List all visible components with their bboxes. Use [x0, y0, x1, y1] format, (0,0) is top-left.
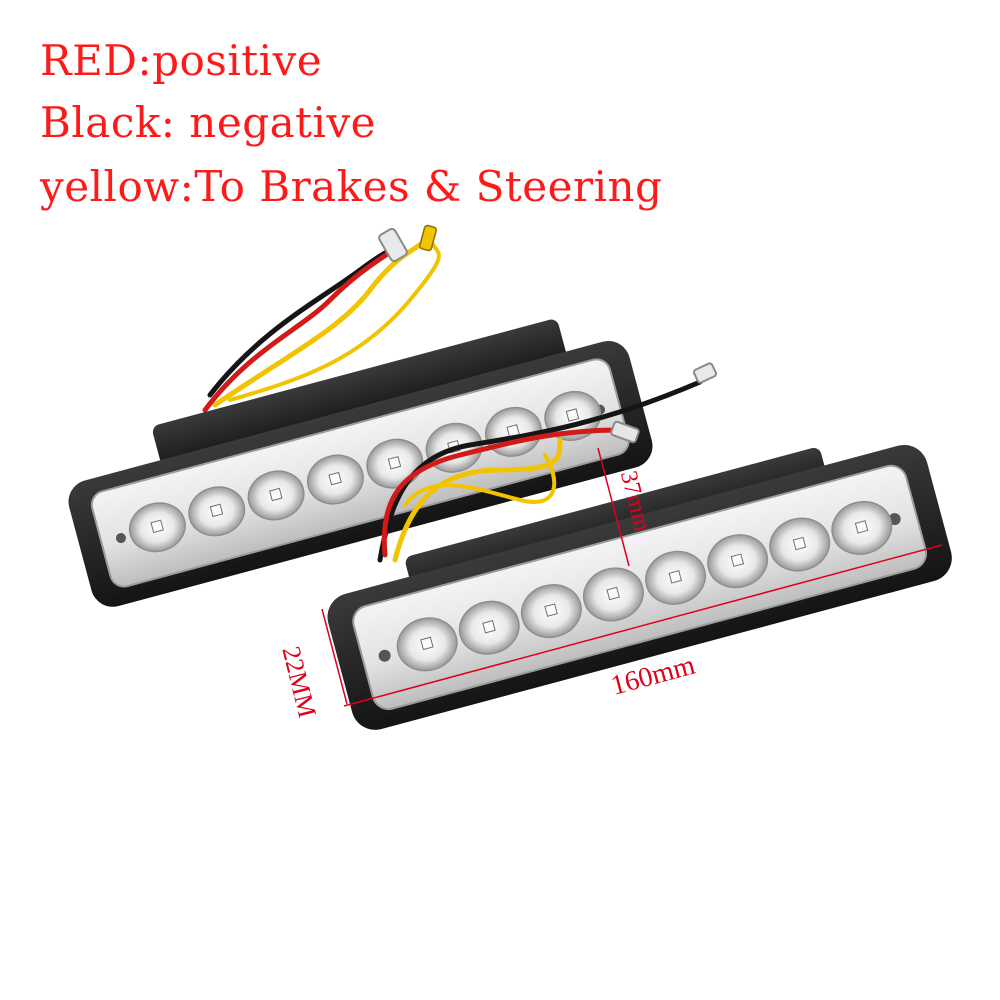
front-lamp-connector	[692, 362, 718, 384]
front-lamp	[327, 362, 952, 730]
led-module	[520, 584, 582, 639]
led-module	[707, 534, 769, 589]
led-module	[396, 617, 458, 672]
led-module	[188, 486, 246, 537]
dimension-markers	[321, 447, 943, 707]
led-module	[306, 454, 364, 505]
led-module	[582, 567, 644, 622]
wire-legend-red: RED:positive	[40, 36, 323, 85]
back-lamp-leds	[128, 390, 602, 553]
back-lamp	[68, 224, 653, 607]
led-module	[128, 502, 186, 553]
back-lamp-connector	[378, 227, 408, 263]
front-lamp-screw	[378, 649, 391, 662]
height-dimension-line	[597, 447, 630, 567]
front-lamp-connector	[610, 420, 640, 444]
led-module	[247, 470, 305, 521]
wire-legend-black: Black: negative	[40, 98, 377, 147]
depth-dimension-line	[321, 608, 348, 705]
back-lamp-screw	[115, 533, 126, 544]
led-module	[831, 500, 893, 555]
depth-dimension-label: 22MM	[276, 643, 322, 720]
wire-legend-yellow: yellow:To Brakes & Steering	[40, 162, 663, 211]
led-module	[458, 600, 520, 655]
back-lamp-connector	[419, 224, 437, 252]
front-lamp-wires	[377, 379, 703, 563]
front-lamp-leds	[396, 500, 893, 672]
led-module	[769, 517, 831, 572]
led-module	[645, 550, 706, 605]
length-dimension-line	[343, 544, 943, 707]
